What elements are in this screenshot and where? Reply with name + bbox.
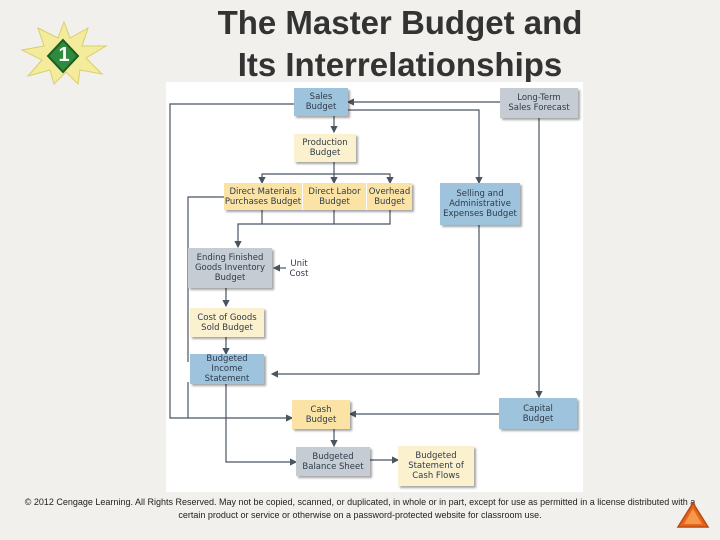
arrow-production-to-materials [258,162,335,185]
master-budget-diagram: Sales Budget Long-Term Sales Forecast Pr… [166,82,583,492]
arrow-manufacturing-to-inventory [234,210,263,249]
production-budget-box: Production Budget [294,134,356,162]
arrow-income-to-balance [225,384,298,466]
arrow-labor-to-inventory-join [262,210,335,225]
direct-labor-budget-box: Direct Labor Budget [302,183,366,210]
budgeted-income-statement-box: Budgeted Income Statement [190,354,264,384]
cost-of-goods-sold-budget-box: Cost of Goods Sold Budget [190,308,264,337]
starburst-icon [20,20,108,86]
title-line-2: Its Interrelationships [237,46,563,83]
unit-cost-label: Unit Cost [289,259,309,279]
long-term-sales-forecast-box: Long-Term Sales Forecast [500,88,578,118]
arrow-sales-to-selling [348,109,483,185]
cash-budget-box: Cash Budget [292,400,350,429]
ending-finished-goods-inventory-budget-box: Ending Finished Goods Inventory Budget [188,248,272,288]
slide-number-badge: 1 [18,20,110,86]
arrow-production-to-overhead [334,173,394,185]
slide-title: The Master Budget and Its Interrelations… [160,2,640,86]
title-line-1: The Master Budget and [217,4,583,41]
budgeted-balance-sheet-box: Budgeted Balance Sheet [296,447,370,476]
arrow-overhead-to-inventory-join [334,210,391,225]
slide-number: 1 [58,44,70,66]
budgeted-statement-of-cash-flows-box: Budgeted Statement of Cash Flows [398,446,474,486]
direct-materials-budget-box: Direct Materials Purchases Budget [224,183,302,210]
sales-budget-box: Sales Budget [294,88,348,116]
selling-admin-expenses-budget-box: Selling and Administrative Expenses Budg… [440,183,520,225]
corner-triangle-icon [676,500,710,530]
arrow-materials-to-left-rail [187,196,224,362]
capital-budget-box: Capital Budget [499,398,577,429]
copyright-notice: © 2012 Cengage Learning. All Rights Rese… [24,497,696,520]
arrow-sales-to-cash [169,103,294,422]
overhead-budget-box: Overhead Budget [366,183,412,210]
connector-lines [169,98,543,466]
arrow-selling-to-income [270,225,480,378]
